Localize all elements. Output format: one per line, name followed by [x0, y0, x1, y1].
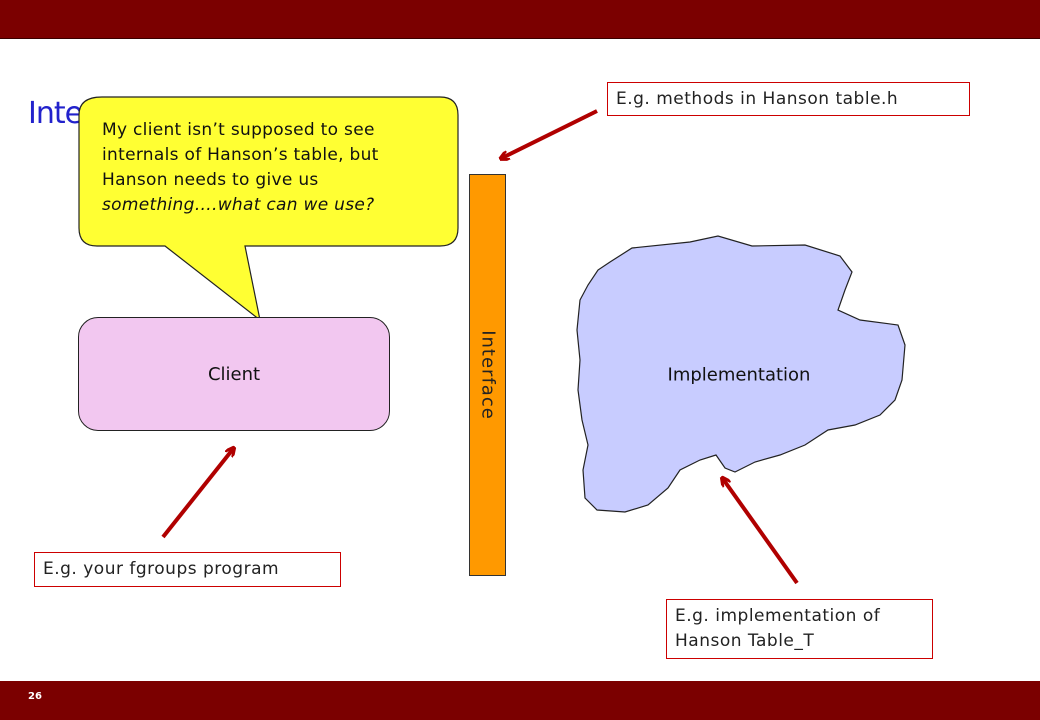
interface-label: Interface	[477, 330, 499, 420]
bubble-line-1: My client isn’t supposed to see	[102, 120, 375, 140]
bubble-line-2: internals of Hanson’s table, but	[102, 145, 379, 165]
callout-methods: E.g. methods in Hanson table.h	[607, 82, 970, 116]
client-box: Client	[78, 317, 390, 431]
bubble-line-3: Hanson needs to give us	[102, 170, 319, 190]
arrow-to-interface	[502, 109, 598, 158]
slide-title: Inte	[28, 96, 83, 131]
callout-program: E.g. your fgroups program	[34, 552, 341, 587]
client-label: Client	[207, 363, 261, 385]
bubble-line-4: something….what can we use?	[102, 195, 375, 215]
callout-implementation-line1: E.g. implementation of	[675, 606, 881, 626]
top-banner	[0, 0, 1040, 39]
callout-implementation: E.g. implementation of Hanson Table_T	[666, 599, 933, 659]
speech-bubble-text: My client isn’t supposed to see internal…	[102, 118, 452, 218]
page-number: 26	[28, 691, 42, 702]
arrow-to-implementation	[723, 479, 799, 585]
arrow-to-client	[161, 449, 233, 539]
interface-bar	[469, 174, 506, 576]
implementation-blob	[576, 235, 906, 513]
callout-program-text: E.g. your fgroups program	[43, 559, 280, 579]
bottom-banner: 26	[0, 681, 1040, 720]
callout-implementation-line2: Hanson Table_T	[675, 631, 815, 651]
speech-bubble	[78, 96, 459, 322]
callout-methods-text: E.g. methods in Hanson table.h	[616, 89, 899, 109]
implementation-label: Implementation	[667, 364, 811, 386]
